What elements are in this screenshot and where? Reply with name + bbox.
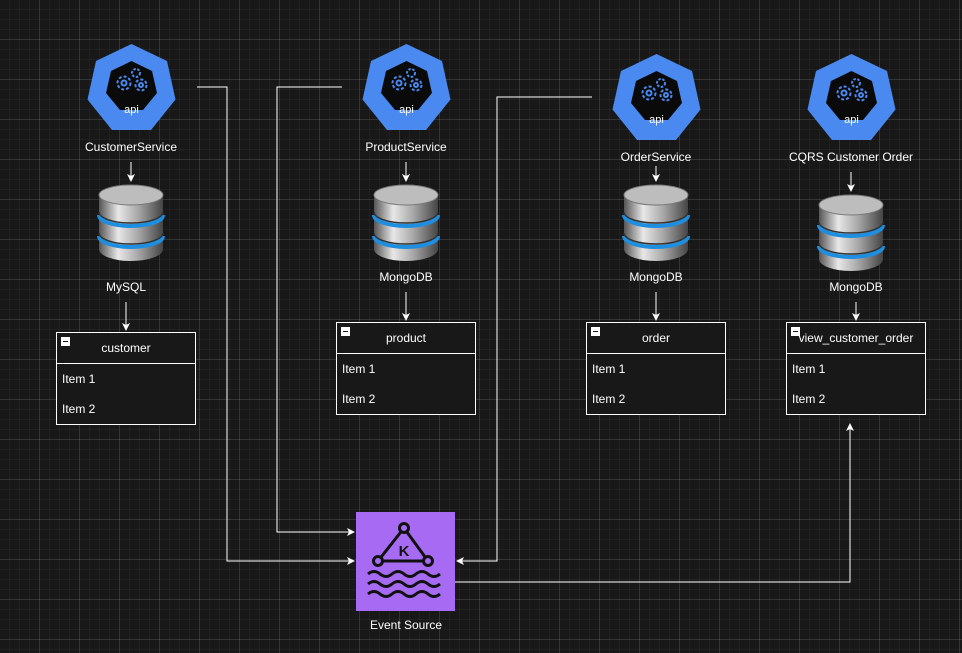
api-label: api — [649, 114, 664, 126]
service-name: CustomerService — [84, 140, 178, 154]
edge-order-kafka — [456, 96, 592, 565]
db-name: MongoDB — [829, 280, 883, 294]
api-icon: api — [612, 54, 701, 140]
collapse-icon[interactable] — [591, 327, 600, 336]
db-name: MySQL — [105, 280, 146, 294]
collapse-icon[interactable] — [341, 327, 350, 336]
service-name: ProductService — [365, 140, 447, 154]
api-label: api — [124, 104, 139, 116]
entity-item: Item 1 — [62, 372, 96, 386]
api-icon: api — [362, 44, 451, 130]
entity-item: Item 2 — [592, 392, 626, 406]
entity-order: order Item 1 Item 2 — [586, 322, 726, 415]
entity-item: Item 1 — [342, 362, 376, 376]
entity-item: Item 1 — [792, 362, 826, 376]
api-label: api — [399, 104, 414, 116]
entity-customer: customer Item 1 Item 2 — [56, 332, 196, 425]
entity-item: Item 1 — [592, 362, 626, 376]
entity-header: view_customer_order — [787, 323, 925, 354]
api-label: api — [844, 114, 859, 126]
entity-title: view_customer_order — [798, 331, 914, 345]
api-icon: api — [807, 54, 896, 140]
edge-customer-kafka — [197, 86, 355, 565]
entity-item: Item 2 — [342, 392, 376, 406]
entity-product: product Item 1 Item 2 — [336, 322, 476, 415]
database-icon — [97, 184, 165, 261]
entity-title: customer — [101, 341, 151, 355]
database-icon — [372, 184, 440, 261]
entity-title: order — [641, 331, 670, 345]
kafka-icon: K — [356, 512, 455, 611]
edge-kafka-view — [455, 423, 854, 583]
entity-header: customer — [57, 333, 195, 364]
entity-view-customer-order: view_customer_order Item 1 Item 2 — [786, 322, 926, 415]
database-icon — [817, 194, 885, 271]
database-icon — [622, 184, 690, 261]
entity-item: Item 2 — [62, 402, 96, 416]
kafka-glyph: K — [399, 543, 410, 560]
collapse-icon[interactable] — [791, 327, 800, 336]
entity-item: Item 2 — [792, 392, 826, 406]
kafka-label: Event Source — [369, 618, 443, 632]
entity-header: product — [337, 323, 475, 354]
db-name: MongoDB — [629, 270, 683, 284]
db-name: MongoDB — [379, 270, 433, 284]
entity-title: product — [385, 331, 427, 345]
entity-header: order — [587, 323, 725, 354]
service-name: CQRS Customer Order — [788, 150, 914, 164]
api-icon: api — [87, 44, 176, 130]
service-name: OrderService — [620, 150, 692, 164]
edge-product-kafka — [276, 86, 355, 536]
collapse-icon[interactable] — [61, 337, 70, 346]
